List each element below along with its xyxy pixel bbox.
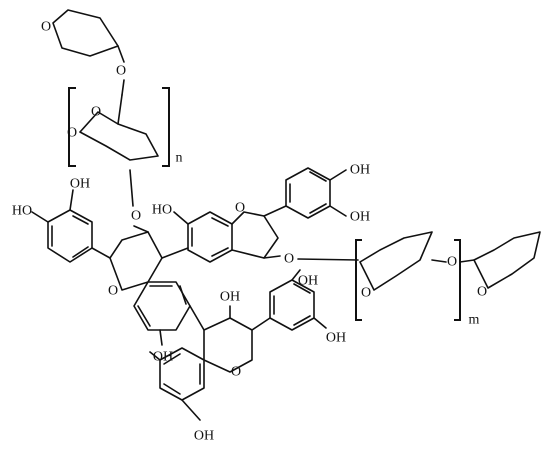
flavan-a-ring-lower [149,347,205,421]
ring-oxygen-repeat-n-inner: O [91,105,101,120]
catechol-ring-upper-left [31,189,111,263]
ring-oxygen-c-left: O [108,284,118,299]
flavan-a-ring-upper-right [173,211,233,263]
ring-oxygen-repeat-n: O [67,126,77,141]
hydroxyl-upper-right-1: OH [350,163,370,178]
glycosidic-oxygen-upper-left: O [131,209,141,224]
bridge-oxygen-top: O [116,64,126,79]
hydroxyl-upper-left-1: OH [70,177,90,192]
hydroxyl-lower-a-ring: OH [194,429,214,444]
catechol-ring-lower-right [269,269,327,331]
flavan-c-ring-left [109,225,163,291]
flavan-c-ring-lower [189,305,271,373]
flavan-a-ring-left [133,281,191,346]
top-sugar-ring [52,9,125,96]
hydroxyl-lower-right-1: OH [298,274,318,289]
ring-oxygen-terminal-sugar: O [477,285,487,300]
repeat-bracket-n [68,87,170,167]
flavan-c-ring-upper-right [231,205,287,259]
ring-oxygen-repeat-m: O [361,286,371,301]
hydroxyl-upper-right-2: OH [350,210,370,225]
ring-oxygen-top-sugar: O [41,20,51,35]
glycosidic-oxygen-right: O [284,252,294,267]
hydroxyl-lower-c-ring: OH [220,290,240,305]
repeat-index-n: n [176,151,183,166]
hydroxyl-lower-right-2: OH [326,331,346,346]
ring-oxygen-c-upper-right: O [235,201,245,216]
repeat-index-m: m [469,313,480,328]
bridge-oxygen-right: O [447,255,457,270]
catechol-ring-upper-right [285,167,347,219]
hydroxyl-upper-right-a: HO [152,203,172,218]
repeat-bracket-m [355,231,461,321]
terminal-sugar-ring-right [459,231,541,289]
ring-oxygen-c-lower: O [231,365,241,380]
hydroxyl-upper-left-2: HO [12,204,32,219]
